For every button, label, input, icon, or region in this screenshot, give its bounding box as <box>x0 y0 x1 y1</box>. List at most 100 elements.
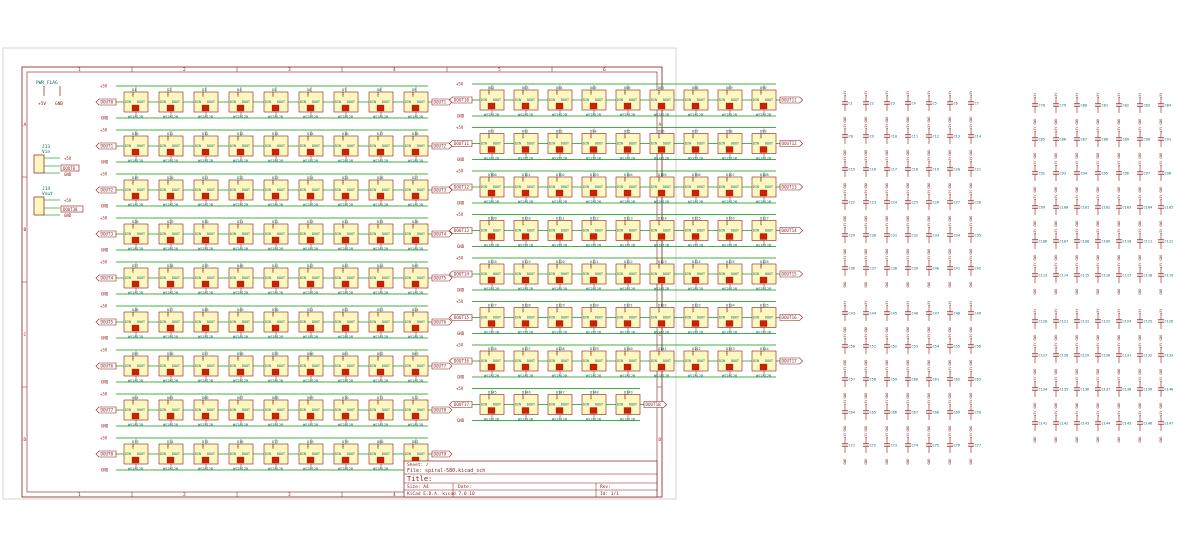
led-ref: D85 <box>590 86 597 90</box>
led-part: WS2812B <box>484 287 499 291</box>
led-pin-label: DIN <box>685 185 691 189</box>
led-emitter-mark <box>589 146 598 153</box>
led-emitter-mark <box>271 148 280 156</box>
cap-ref: C42 <box>975 267 982 271</box>
cap-ref: C25 <box>912 201 919 205</box>
led-emitter-mark <box>657 276 666 284</box>
led-pin-label: DOUT <box>561 185 569 189</box>
cap-gnd: GND <box>906 183 910 189</box>
led-part: WS2812B <box>654 200 669 204</box>
net-label-text: DOUT3 <box>434 188 447 193</box>
net-label: DOUT13 <box>448 227 473 234</box>
led-emitter-mark <box>487 146 496 153</box>
led-pin-label: DIN <box>583 142 589 146</box>
led-emitter-mark <box>411 324 420 332</box>
led-ref: D121 <box>590 260 599 264</box>
cap-vcc: +5V <box>843 400 847 406</box>
led-emitter-mark <box>166 236 175 244</box>
cap-ref: C34 <box>954 234 961 238</box>
led-pin-label: DOUT <box>561 98 569 102</box>
cap-vcc: +5V <box>843 190 847 196</box>
led-part: WS2812B <box>338 335 353 339</box>
cap-ref: C116 <box>1102 274 1111 278</box>
led-pin-label: DOUT <box>663 272 671 276</box>
cap-gnd: GND <box>1117 255 1121 261</box>
led-part: WS2812B <box>756 331 771 335</box>
led-pin-label: VDD <box>657 307 661 313</box>
led-pin-label: VDD <box>201 267 205 273</box>
led-pin-label: VDD <box>306 443 310 449</box>
cap-vcc: +5V <box>948 91 952 97</box>
cap-ref: C146 <box>1144 422 1153 426</box>
led-pin-label: VDD <box>131 443 135 449</box>
cap-ref: C126 <box>1165 320 1174 324</box>
led-part: WS2812B <box>268 159 283 163</box>
led-pin-label: DIN <box>481 185 487 189</box>
cap-vcc: +5V <box>1117 309 1121 315</box>
led-pin-label: DIN <box>335 320 341 324</box>
gnd-symbol: GND <box>457 288 465 293</box>
net-label-text: DOUT0 <box>101 100 114 105</box>
led-emitter-mark <box>759 363 768 371</box>
led-part: WS2812B <box>484 331 499 335</box>
led-pin-label: VDD <box>555 263 559 269</box>
led-pin-label: DIN <box>300 144 306 148</box>
led-ref: D80 <box>377 440 384 444</box>
led-pin-label: DOUT <box>242 452 250 456</box>
cap-vcc: +5V <box>906 400 910 406</box>
led-pin-label: DIN <box>300 232 306 236</box>
led-part: WS2812B <box>408 291 423 295</box>
cap-gnd: GND <box>906 327 910 333</box>
led-pin-label: VDD <box>341 135 345 141</box>
cap-vcc: +5V <box>1159 127 1163 133</box>
led-emitter-mark <box>271 368 280 376</box>
cap-vcc: +5V <box>1117 127 1121 133</box>
cap-gnd: GND <box>885 183 889 189</box>
cap-vcc: +5V <box>1117 195 1121 201</box>
led-pin-label: VDD <box>411 355 415 361</box>
led-pin-label: VDD <box>623 394 627 400</box>
net-label-flag <box>431 406 453 414</box>
led-ref: D126 <box>760 260 769 264</box>
led-ref: D78 <box>307 440 314 444</box>
cap-vcc: +5V <box>1159 377 1163 383</box>
led-ref: D29 <box>167 220 174 224</box>
cap-gnd: GND <box>843 459 847 465</box>
led-pin-label: DIN <box>617 403 623 407</box>
led-pin-label: VDD <box>341 223 345 229</box>
cap-vcc: +5V <box>948 190 952 196</box>
led-pin-label: DOUT <box>629 316 637 320</box>
led-pin-label: DOUT <box>765 359 773 363</box>
led-pin-label: VDD <box>131 223 135 229</box>
led-emitter-mark <box>725 320 734 327</box>
led-ref: D59 <box>272 352 279 356</box>
led-pin-label: VDD <box>166 311 170 317</box>
vcc-symbol: +5V <box>100 128 108 133</box>
net-label-text: DOUT12 <box>454 185 470 190</box>
led-ref: D96 <box>658 130 665 134</box>
led-ref: D61 <box>342 352 349 356</box>
cap-gnd: GND <box>1033 119 1037 125</box>
led-ref: D113 <box>624 217 633 221</box>
led-ref: D60 <box>307 352 314 356</box>
led-pin-label: DOUT <box>137 408 145 412</box>
net-label: DOUT15 <box>448 314 473 321</box>
led-ref: D8 <box>377 88 381 92</box>
cap-vcc: +5V <box>843 157 847 163</box>
cap-gnd: GND <box>927 117 931 123</box>
led-pin-label: DOUT <box>137 320 145 324</box>
